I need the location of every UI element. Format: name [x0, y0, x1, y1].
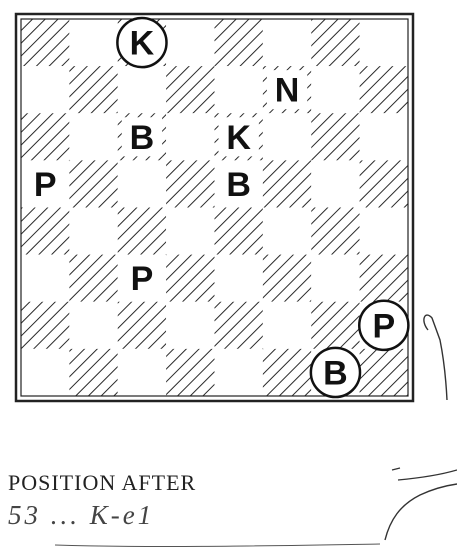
piece-letter: P: [34, 166, 57, 204]
dark-square: [215, 19, 263, 66]
light-square: [360, 208, 408, 255]
piece-p-7: P: [359, 301, 408, 350]
piece-p-6: P: [122, 259, 162, 299]
piece-p-4: P: [25, 164, 65, 204]
piece-n-1: N: [267, 70, 307, 110]
hand-sketch: [424, 315, 447, 400]
light-square: [118, 66, 166, 113]
dark-square: [21, 208, 69, 255]
light-square: [21, 349, 69, 396]
light-square: [360, 19, 408, 66]
light-square: [166, 208, 214, 255]
piece-letter: N: [275, 72, 300, 110]
piece-letter: P: [372, 307, 395, 345]
piece-letter: B: [323, 354, 348, 392]
dark-square: [166, 349, 214, 396]
piece-letter: K: [130, 25, 155, 63]
dark-square: [311, 208, 359, 255]
dark-square: [311, 302, 359, 349]
light-square: [69, 113, 117, 160]
piece-b-2: B: [122, 117, 162, 157]
dark-square: [263, 160, 311, 207]
dark-square: [69, 160, 117, 207]
dark-square: [21, 302, 69, 349]
dark-square: [360, 160, 408, 207]
piece-k-3: K: [219, 117, 259, 157]
light-square: [263, 302, 311, 349]
light-square: [21, 255, 69, 302]
dark-square: [215, 302, 263, 349]
light-square: [215, 66, 263, 113]
piece-letter: B: [130, 119, 155, 157]
dark-square: [21, 113, 69, 160]
caption-move: 53 ... K-e1: [8, 500, 154, 531]
dark-square: [263, 349, 311, 396]
dark-square: [69, 66, 117, 113]
piece-letter: B: [226, 166, 251, 204]
dark-square: [360, 255, 408, 302]
dark-square: [166, 255, 214, 302]
underline: [55, 544, 380, 547]
dark-square: [263, 255, 311, 302]
light-square: [360, 113, 408, 160]
piece-letter: P: [131, 260, 154, 298]
light-square: [166, 113, 214, 160]
dark-square: [360, 66, 408, 113]
hand-sketch-2: [385, 484, 457, 540]
light-square: [311, 160, 359, 207]
dark-square: [118, 302, 166, 349]
light-square: [311, 255, 359, 302]
piece-letter: K: [226, 119, 251, 157]
light-square: [263, 113, 311, 160]
light-square: [166, 19, 214, 66]
dark-square: [69, 349, 117, 396]
light-square: [311, 66, 359, 113]
light-square: [215, 255, 263, 302]
light-square: [21, 66, 69, 113]
piece-b-8: B: [311, 348, 360, 397]
dark-square: [118, 208, 166, 255]
hand-sketch-3: [392, 468, 457, 480]
dark-square: [21, 19, 69, 66]
dark-square: [166, 160, 214, 207]
light-square: [69, 19, 117, 66]
light-square: [215, 349, 263, 396]
piece-b-5: B: [219, 164, 259, 204]
light-square: [263, 19, 311, 66]
dark-square: [311, 113, 359, 160]
dark-square: [215, 208, 263, 255]
piece-k-0: K: [117, 18, 166, 67]
light-square: [118, 349, 166, 396]
light-square: [166, 302, 214, 349]
light-square: [263, 208, 311, 255]
dark-square: [166, 66, 214, 113]
light-square: [118, 160, 166, 207]
dark-square: [69, 255, 117, 302]
dark-square: [360, 349, 408, 396]
light-square: [69, 302, 117, 349]
board-squares: [21, 19, 408, 396]
dark-square: [311, 19, 359, 66]
light-square: [69, 208, 117, 255]
caption-title: POSITION AFTER: [8, 470, 196, 496]
